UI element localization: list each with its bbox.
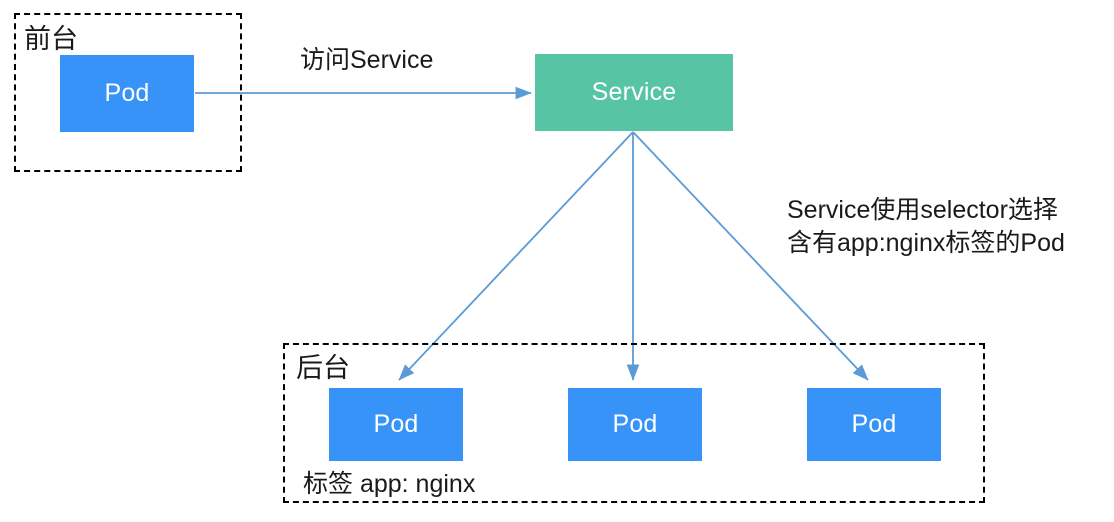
selector-annotation-line2: 含有app:nginx标签的Pod: [787, 229, 1065, 257]
backend-pod-3-label: Pod: [851, 410, 897, 438]
backend-pod-2-node[interactable]: Pod: [568, 388, 702, 461]
backend-pod-tag-label: 标签 app: nginx: [303, 470, 476, 498]
backend-pod-1-label: Pod: [373, 410, 419, 438]
service-node[interactable]: Service: [535, 54, 733, 131]
frontend-group-label: 前台: [24, 24, 78, 54]
selector-annotation: Service使用selector选择 含有app:nginx标签的Pod: [787, 194, 1065, 260]
backend-group-box: [283, 343, 985, 503]
backend-pod-2-label: Pod: [612, 410, 658, 438]
backend-group-label: 后台: [296, 353, 350, 383]
service-node-label: Service: [591, 78, 677, 106]
edge-access-service-label: 访问Service: [300, 46, 434, 74]
backend-pod-1-node[interactable]: Pod: [329, 388, 463, 461]
frontend-pod-label: Pod: [104, 79, 150, 107]
frontend-group-box: [14, 13, 242, 172]
backend-pod-3-node[interactable]: Pod: [807, 388, 941, 461]
frontend-pod-node[interactable]: Pod: [60, 55, 194, 132]
selector-annotation-line1: Service使用selector选择: [787, 196, 1058, 224]
